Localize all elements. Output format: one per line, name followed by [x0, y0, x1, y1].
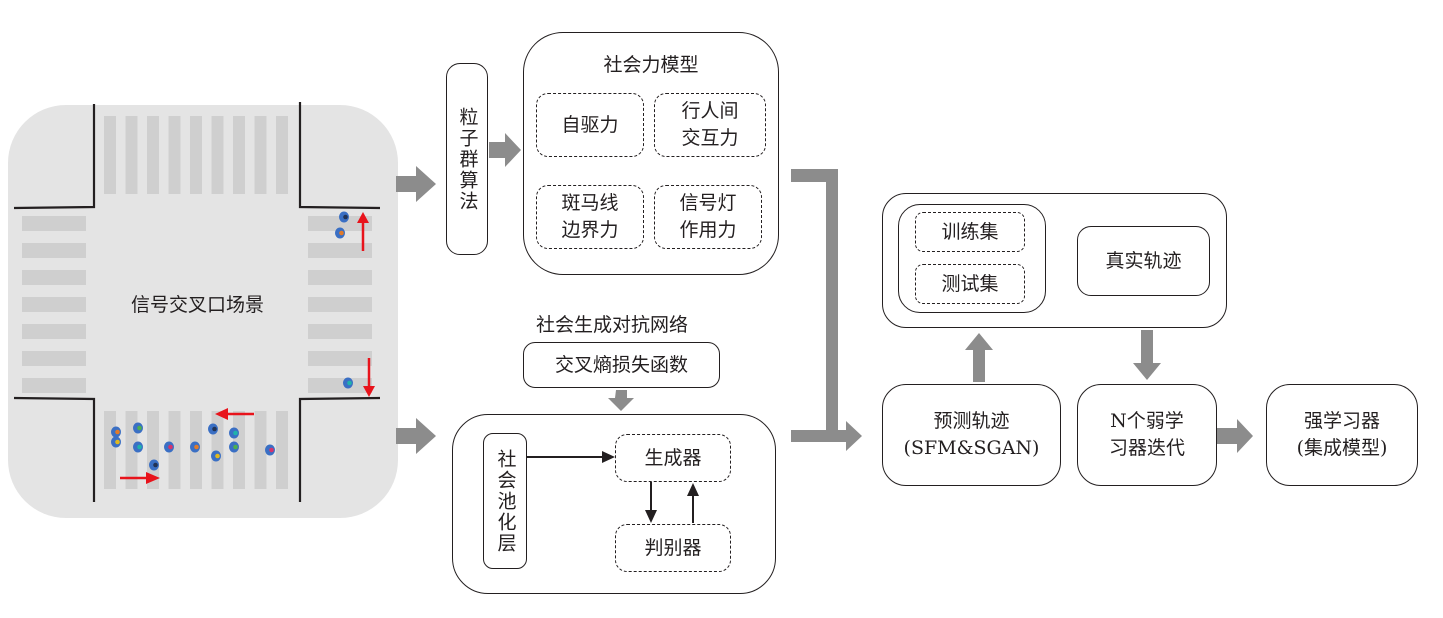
pedestrian-marker	[133, 441, 143, 453]
crosswalk-stripe-bottom	[254, 411, 267, 489]
gan-title: 社会生成对抗网络	[535, 314, 688, 336]
crosswalk-stripe-right	[308, 378, 372, 393]
pedestrian-marker	[211, 450, 221, 462]
crosswalk-stripe-left	[22, 216, 86, 231]
weak-learners-box: N个弱学 习器迭代	[1077, 384, 1217, 486]
pedestrian-marker	[111, 426, 121, 438]
pedestrian-arrows	[120, 212, 375, 484]
generator-box: 生成器	[615, 434, 731, 482]
crosswalk-stripe-right	[308, 324, 372, 339]
crosswalk-stripe-bottom	[211, 411, 224, 489]
scene-label: 信号交叉口场景	[130, 294, 264, 316]
curb-bottom-right	[298, 396, 381, 502]
crosswalk-stripe-left	[22, 270, 86, 285]
strong-learner-box: 强学习器 (集成模型)	[1266, 384, 1418, 486]
force-crosswalk-boundary: 斑马线 边界力	[536, 185, 644, 249]
curb-bottom-left	[13, 396, 96, 502]
arrow-loss-to-network	[608, 390, 634, 411]
pedestrian-marker	[229, 427, 239, 439]
test-set-box: 测试集	[915, 264, 1025, 304]
crosswalk-stripe-left	[22, 378, 86, 393]
pedestrian-marker	[265, 444, 275, 456]
crosswalk-stripe-top	[233, 116, 245, 194]
train-test-group-box	[898, 204, 1046, 313]
loss-function-box: 交叉熵损失函数	[523, 342, 720, 388]
pedestrian-marker	[111, 436, 121, 448]
crosswalks	[22, 116, 372, 489]
crosswalk-stripe-right	[308, 351, 372, 366]
social-pooling-box: 社会池化层	[483, 433, 527, 569]
crosswalk-stripe-top	[211, 116, 224, 194]
crosswalk-stripe-left	[22, 243, 86, 258]
discriminator-box: 判别器	[615, 524, 731, 572]
crosswalk-stripe-top	[254, 116, 267, 194]
real-trajectory-box: 真实轨迹	[1077, 226, 1210, 296]
crosswalk-stripe-top	[190, 116, 202, 194]
pedestrian-marker	[343, 377, 353, 389]
pedestrian-marker	[164, 441, 174, 453]
social-force-model-box	[523, 32, 779, 275]
arrow-down-right-head	[363, 386, 375, 397]
pedestrian-marker	[149, 459, 159, 471]
crosswalk-stripe-right	[308, 216, 372, 231]
crosswalk-stripe-top	[125, 116, 138, 194]
crosswalk-stripe-top	[104, 116, 116, 194]
sfm-title: 社会力模型	[603, 54, 699, 76]
arrow-right-bottom-head	[146, 472, 160, 484]
connector-opt-to-ensemble	[791, 169, 862, 451]
arrow-dataset-to-weak	[1133, 330, 1161, 380]
dataset-group-box	[882, 193, 1227, 328]
crosswalk-stripe-right	[308, 270, 372, 285]
pso-box: 粒子群算法	[446, 63, 488, 255]
pso-label: 粒子群算法	[456, 106, 479, 212]
crosswalk-stripe-top	[147, 116, 159, 194]
arrow-scene-to-gan	[396, 418, 436, 454]
force-pedestrian-interaction: 行人间 交互力	[654, 93, 766, 157]
crosswalk-stripe-bottom	[276, 411, 288, 489]
gan-network-box	[452, 414, 776, 594]
crosswalk-stripe-left	[22, 297, 86, 312]
arrow-left-bottom-head	[215, 408, 228, 420]
arrow-weak-to-strong	[1216, 419, 1253, 453]
arrow-up-right-head	[357, 212, 369, 223]
pedestrian-marker	[133, 422, 143, 434]
curb-top-left	[13, 104, 96, 210]
force-signal-light: 信号灯 作用力	[654, 185, 762, 249]
predicted-trajectory-box: 预测轨迹 (SFM&SGAN)	[882, 384, 1061, 486]
crosswalk-stripe-top	[276, 116, 288, 194]
force-self-driven: 自驱力	[536, 93, 644, 157]
pedestrians	[111, 211, 353, 471]
arrow-scene-to-pso	[396, 166, 436, 202]
crosswalk-stripe-right	[308, 243, 372, 258]
curb-top-right	[298, 102, 381, 210]
arrow-pred-to-dataset	[965, 333, 993, 382]
crosswalk-stripe-bottom	[104, 411, 116, 489]
crosswalk-stripe-left	[22, 351, 86, 366]
crosswalk-stripe-left	[22, 324, 86, 339]
curb-lines	[13, 102, 381, 502]
arrow-pso-to-sfm	[489, 133, 521, 167]
flow-arrows	[396, 133, 1253, 454]
crosswalk-stripe-bottom	[168, 411, 181, 489]
train-set-box: 训练集	[915, 212, 1025, 252]
crosswalk-stripe-top	[168, 116, 181, 194]
pedestrian-marker	[339, 211, 349, 223]
pedestrian-marker	[229, 441, 239, 453]
crosswalk-stripe-right	[308, 297, 372, 312]
pedestrian-marker	[190, 441, 200, 453]
pedestrian-marker	[335, 227, 345, 239]
pedestrian-marker	[208, 423, 218, 435]
